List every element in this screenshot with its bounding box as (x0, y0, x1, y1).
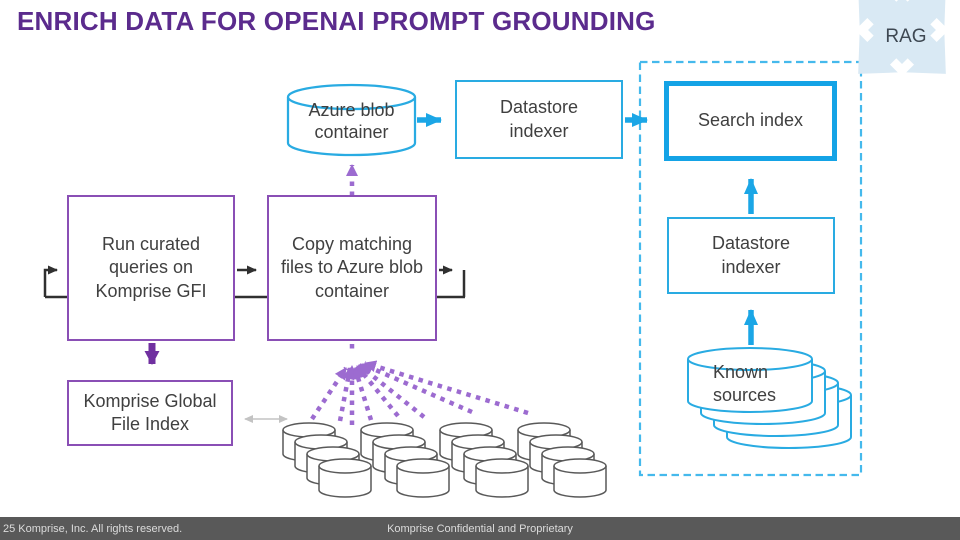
rag-expand-arrows-icon (858, 0, 946, 74)
footer-confidential: Komprise Confidential and Proprietary (387, 522, 573, 535)
node-datastore-indexer-right-label: Datastore indexer (711, 233, 791, 277)
node-known-sources-label: Known sources (713, 362, 777, 406)
node-datastore-indexer-top: Datastore indexer (455, 80, 623, 159)
node-search-index-label: Search index (697, 110, 804, 131)
blue-flow-arrows (417, 113, 758, 345)
node-run-curated-queries: Run curated queries on Komprise GFI (67, 195, 235, 341)
rag-zone-dashed-border (638, 60, 863, 477)
node-azure-blob-container-label: Azure blob container (308, 99, 395, 143)
node-copy-matching-files-label: Copy matching files to Azure blob contai… (280, 234, 424, 301)
footer-bar: 25 Komprise, Inc. All rights reserved. K… (0, 517, 960, 540)
file-share-cylinders-icon (282, 422, 607, 498)
node-datastore-indexer-top-label: Datastore indexer (499, 97, 579, 141)
footer-copyright: 25 Komprise, Inc. All rights reserved. (3, 522, 183, 535)
node-copy-matching-files: Copy matching files to Azure blob contai… (267, 195, 437, 341)
node-komprise-global-file-index: Komprise Global File Index (67, 380, 233, 446)
azure-blob-cylinder-icon (286, 83, 417, 157)
node-run-curated-queries-label: Run curated queries on Komprise GFI (95, 234, 207, 301)
node-komprise-global-file-index-label: Komprise Global File Index (83, 390, 217, 434)
node-datastore-indexer-right: Datastore indexer (667, 217, 835, 294)
slide-title: ENRICH DATA FOR OPENAI PROMPT GROUNDING (17, 6, 656, 36)
node-search-index: Search index (664, 81, 837, 161)
arrows-file-shares-to-copy-matching-dotted (310, 344, 529, 425)
rag-zone-label: RAG (885, 26, 927, 47)
